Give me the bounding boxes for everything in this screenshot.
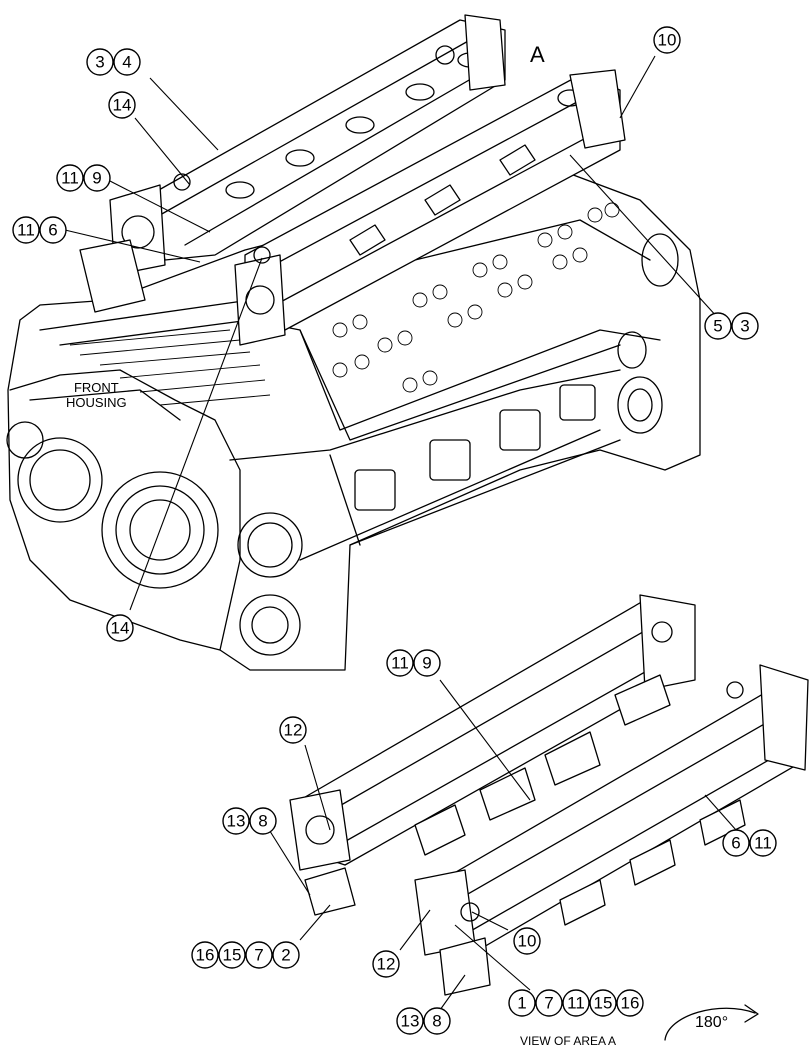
callout-12-upper: 12	[279, 716, 307, 744]
callout-13-8-lower: 13 8	[396, 1007, 451, 1035]
callout-number: 15	[594, 994, 613, 1013]
callout-number: 6	[731, 834, 740, 853]
callout-6-11: 6 11	[722, 829, 777, 857]
callout-12-lower: 12	[372, 950, 400, 978]
callout-11-9-detail: 11 9	[386, 649, 441, 677]
callout-number: 2	[281, 946, 290, 965]
callout-number: 10	[658, 31, 677, 50]
callout-number: 15	[223, 946, 242, 965]
callout-number: 10	[518, 932, 537, 951]
front-housing-line-1: FRONT	[73, 380, 119, 395]
view-caption: VIEW OF AREA A	[520, 1034, 617, 1048]
callout-number: 5	[713, 317, 722, 336]
leader-lines	[64, 55, 737, 1011]
callout-number: 9	[92, 169, 101, 188]
callout-number: 4	[122, 53, 131, 72]
front-housing-line-2: HOUSING	[66, 395, 127, 410]
callout-1-7-11-15-16: 1 7 11 15 16	[508, 989, 644, 1017]
detail-view-area-a	[289, 594, 809, 996]
callout-13-8-upper: 13 8	[222, 807, 277, 835]
callout-16-15-7-2: 16 15 7 2	[191, 941, 300, 969]
callout-number: 16	[621, 994, 640, 1013]
callout-3-4: 3 4	[86, 48, 141, 76]
callout-number: 16	[196, 946, 215, 965]
callout-number: 8	[432, 1012, 441, 1031]
callout-number: 3	[95, 53, 104, 72]
callout-number: 11	[754, 834, 772, 853]
view-label-a: A	[530, 42, 545, 67]
rotation-arrow-icon	[664, 1004, 759, 1041]
callout-number: 11	[17, 221, 35, 240]
callout-number: 12	[377, 955, 396, 974]
callout-number: 7	[544, 994, 553, 1013]
callout-number: 9	[422, 654, 431, 673]
callout-number: 8	[258, 812, 267, 831]
callout-5-3: 5 3	[704, 312, 759, 340]
callout-14-top: 14	[108, 91, 136, 119]
callout-number: 7	[254, 946, 263, 965]
callout-number: 3	[740, 317, 749, 336]
manifold-left-bank	[79, 14, 506, 313]
callout-number: 11	[391, 654, 409, 673]
front-housing-label: FRONT HOUSING	[66, 380, 127, 410]
rotation-label: 180°	[695, 1014, 729, 1031]
callout-10-detail: 10	[513, 927, 541, 955]
callout-number: 11	[567, 994, 585, 1013]
callout-11-9-top: 11 9	[56, 164, 111, 192]
engine-block	[6, 169, 701, 671]
callout-11-6: 11 6	[12, 216, 67, 244]
callout-10-top: 10	[653, 26, 681, 54]
callout-number: 14	[111, 619, 130, 638]
callout-number: 6	[48, 221, 57, 240]
callout-number: 1	[517, 994, 526, 1013]
callout-number: 12	[284, 721, 303, 740]
callout-number: 13	[227, 812, 246, 831]
callout-number: 14	[113, 96, 132, 115]
manifold-right-bank	[234, 69, 626, 346]
callout-number: 13	[401, 1012, 420, 1031]
callout-14-bottom: 14	[106, 614, 134, 642]
callout-number: 11	[61, 169, 79, 188]
